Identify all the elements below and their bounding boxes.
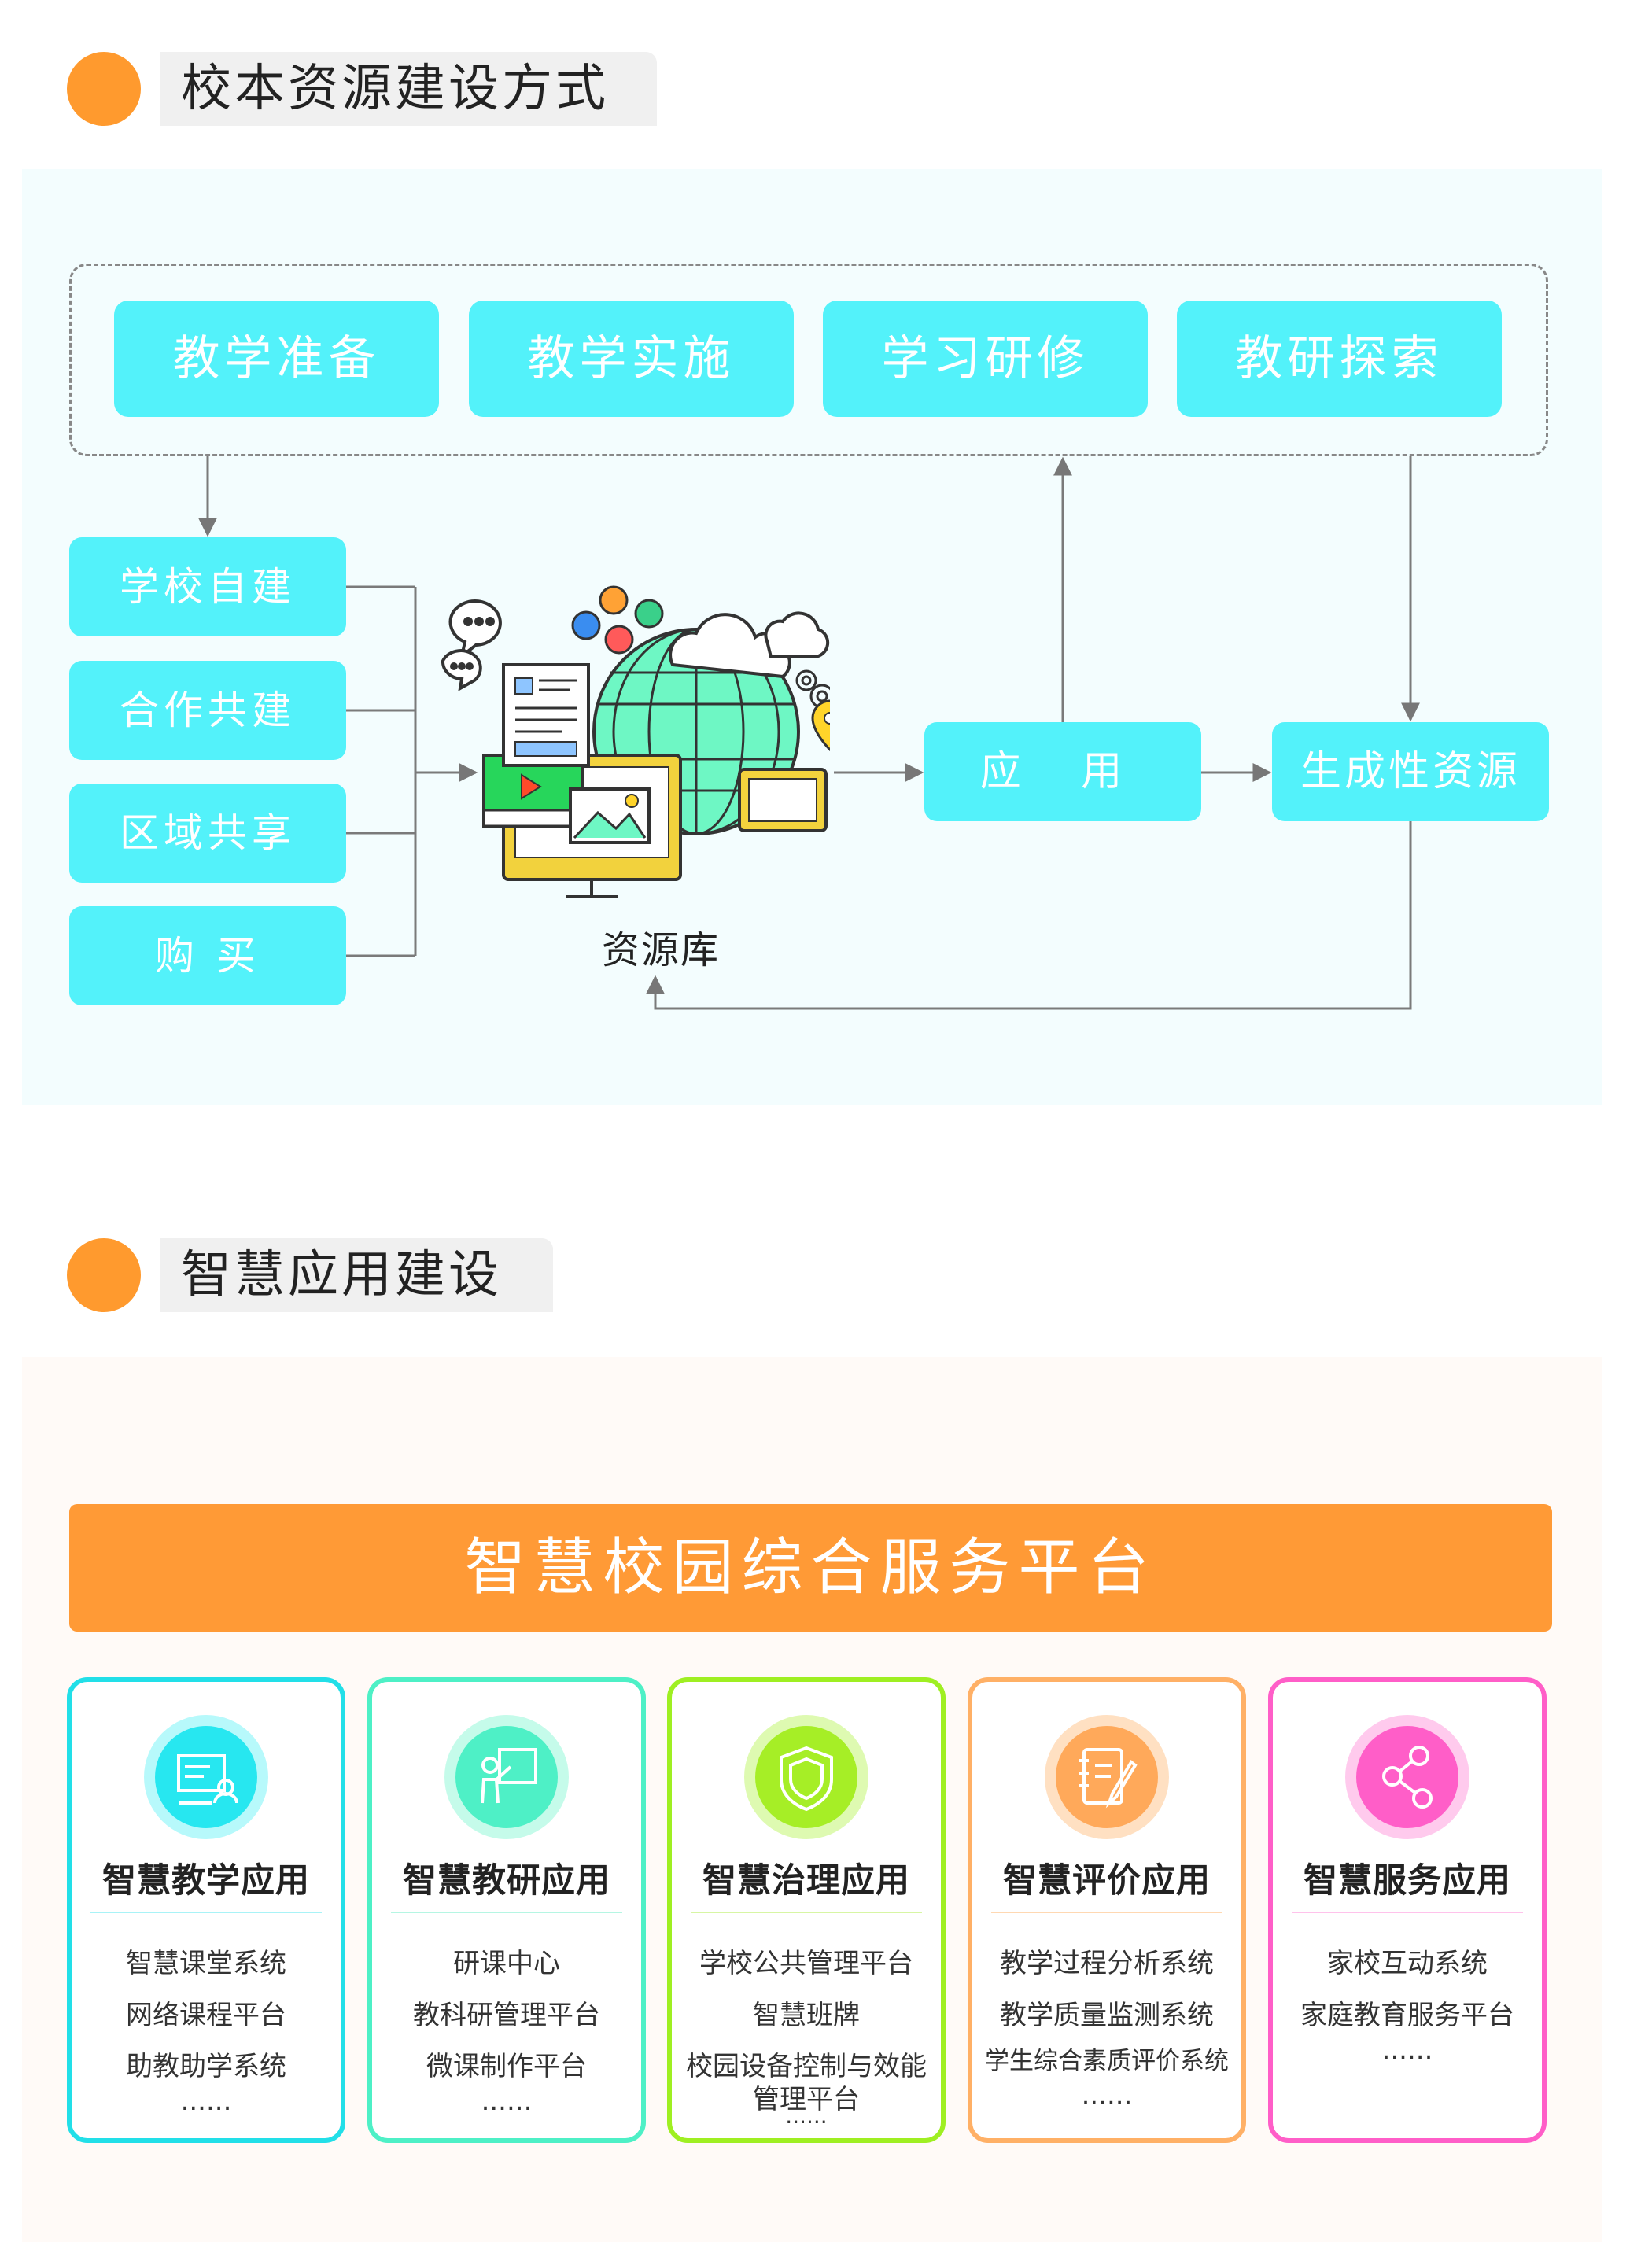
- shield-icon: [755, 1726, 857, 1828]
- card-divider: [1292, 1912, 1523, 1913]
- orange-dot-icon: [67, 52, 141, 126]
- card-item: 学生综合素质评价系统: [985, 2047, 1229, 2075]
- card-icon-ring: [1345, 1715, 1469, 1839]
- card-title: 智慧教学应用: [102, 1861, 310, 1901]
- top-box-research-explore: 教研探索: [1177, 301, 1502, 417]
- card-item: 校园设备控制与效能: [686, 2051, 927, 2082]
- generated-resource-box: 生成性资源: [1272, 722, 1549, 821]
- card-icon-ring: [1045, 1715, 1169, 1839]
- card-divider: [991, 1912, 1222, 1913]
- card-item: 家庭教育服务平台: [1300, 2000, 1514, 2031]
- section2-title: 智慧应用建设: [181, 1246, 502, 1304]
- card-divider: [391, 1912, 622, 1913]
- card-smart-evaluation: 智慧评价应用 教学过程分析系统 教学质量监测系统 学生综合素质评价系统 ....…: [968, 1677, 1246, 2143]
- arrow-feedback-to-library: [646, 821, 1412, 1010]
- tablet-icon: [738, 768, 828, 832]
- section1-header-bar: [160, 52, 657, 126]
- card-divider: [691, 1912, 922, 1913]
- card-ellipsis: ......: [785, 2103, 828, 2129]
- section1-header: 校本资源建设方式: [67, 52, 657, 126]
- card-item: 微课制作平台: [426, 2051, 587, 2082]
- user-avatars-icon: [571, 585, 664, 655]
- source-box-purchase: 购 买: [69, 906, 346, 1005]
- card-item: 智慧课堂系统: [126, 1948, 286, 1979]
- card-item: 助教助学系统: [126, 2051, 286, 2082]
- top-box-learning-study: 学习研修: [823, 301, 1148, 417]
- section2-header: 智慧应用建设: [67, 1238, 618, 1312]
- cloud-icon: [669, 611, 830, 679]
- card-title: 智慧教研应用: [403, 1861, 610, 1901]
- card-title: 智慧评价应用: [1003, 1861, 1211, 1901]
- card-title: 智慧服务应用: [1304, 1861, 1511, 1901]
- card-smart-governance: 智慧治理应用 学校公共管理平台 智慧班牌 校园设备控制与效能 管理平台 ....…: [667, 1677, 946, 2143]
- card-item: 教学质量监测系统: [1000, 2000, 1214, 2031]
- share-network-icon: [1356, 1726, 1458, 1828]
- card-item: 管理平台: [753, 2084, 860, 2115]
- section2-header-bar: [160, 1238, 553, 1312]
- card-icon-ring: [744, 1715, 868, 1839]
- card-item: 学校公共管理平台: [699, 1948, 913, 1979]
- card-smart-research: 智慧教研应用 研课中心 教科研管理平台 微课制作平台 ......: [367, 1677, 646, 2143]
- top-box-teaching-impl: 教学实施: [469, 301, 794, 417]
- card-item: 教科研管理平台: [413, 2000, 600, 2031]
- card-ellipsis: ......: [180, 2085, 232, 2117]
- card-title: 智慧治理应用: [702, 1861, 910, 1901]
- card-ellipsis: ......: [481, 2085, 533, 2117]
- card-item: 网络课程平台: [126, 2000, 286, 2031]
- card-ellipsis: ......: [1081, 2080, 1133, 2111]
- platform-banner: 智慧校园综合服务平台: [69, 1504, 1552, 1632]
- card-icon-ring: [444, 1715, 569, 1839]
- chat-bubbles-icon: [441, 599, 502, 691]
- orange-dot-icon: [67, 1238, 141, 1312]
- apply-box: 应 用: [924, 722, 1201, 821]
- flow-connectors: [198, 456, 1420, 1010]
- card-smart-service: 智慧服务应用 家校互动系统 家庭教育服务平台 ......: [1268, 1677, 1547, 2143]
- location-pin-icon: [811, 699, 830, 752]
- activity-group-frame: [69, 264, 1548, 456]
- card-icon-ring: [144, 1715, 268, 1839]
- source-box-co-built: 合作共建: [69, 661, 346, 760]
- card-item: 家校互动系统: [1327, 1948, 1488, 1979]
- card-smart-teaching: 智慧教学应用 智慧课堂系统 网络课程平台 助教助学系统 ......: [67, 1677, 345, 2143]
- card-ellipsis: ......: [1381, 2034, 1433, 2066]
- presenter-icon: [455, 1726, 558, 1828]
- card-item: 教学过程分析系统: [1000, 1948, 1214, 1979]
- source-box-regional: 区域共享: [69, 784, 346, 883]
- card-item: 智慧班牌: [753, 2000, 860, 2031]
- document-icon: [502, 663, 590, 767]
- notebook-pen-icon: [1056, 1726, 1158, 1828]
- resource-library-label: 资源库: [601, 928, 720, 972]
- card-item: 研课中心: [453, 1948, 560, 1979]
- source-box-self-built: 学校自建: [69, 537, 346, 636]
- card-divider: [90, 1912, 322, 1913]
- resource-library-illustration: [441, 585, 830, 898]
- image-icon: [569, 787, 651, 844]
- section1-title: 校本资源建设方式: [181, 60, 609, 118]
- teaching-board-icon: [155, 1726, 257, 1828]
- top-box-teaching-prep: 教学准备: [114, 301, 439, 417]
